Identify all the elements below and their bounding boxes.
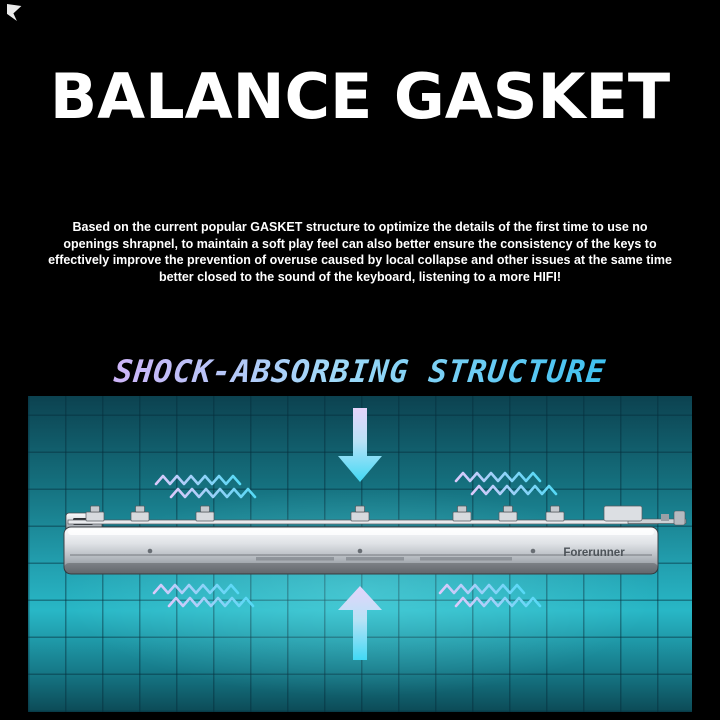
- page-title: BALANCE GASKET: [49, 60, 671, 133]
- shock-absorbing-panel: SHOCK-ABSORBING STRUCTURE: [28, 348, 692, 712]
- switch-icons: [85, 505, 643, 522]
- down-arrow-icon: [338, 408, 382, 482]
- corner-artifact: [7, 4, 22, 21]
- panel-header-title: SHOCK-ABSORBING STRUCTURE: [112, 354, 608, 390]
- panel-header: SHOCK-ABSORBING STRUCTURE: [28, 348, 692, 396]
- keyboard-side-view: Forerunner: [63, 505, 687, 575]
- keyboard-brand-label: Forerunner: [563, 547, 625, 559]
- diagram-area: Forerunner: [28, 396, 692, 712]
- hero-description: Based on the current popular GASKET stru…: [48, 220, 672, 284]
- shock-structure-diagram: Forerunner: [63, 408, 687, 660]
- up-arrow-icon: [338, 586, 382, 660]
